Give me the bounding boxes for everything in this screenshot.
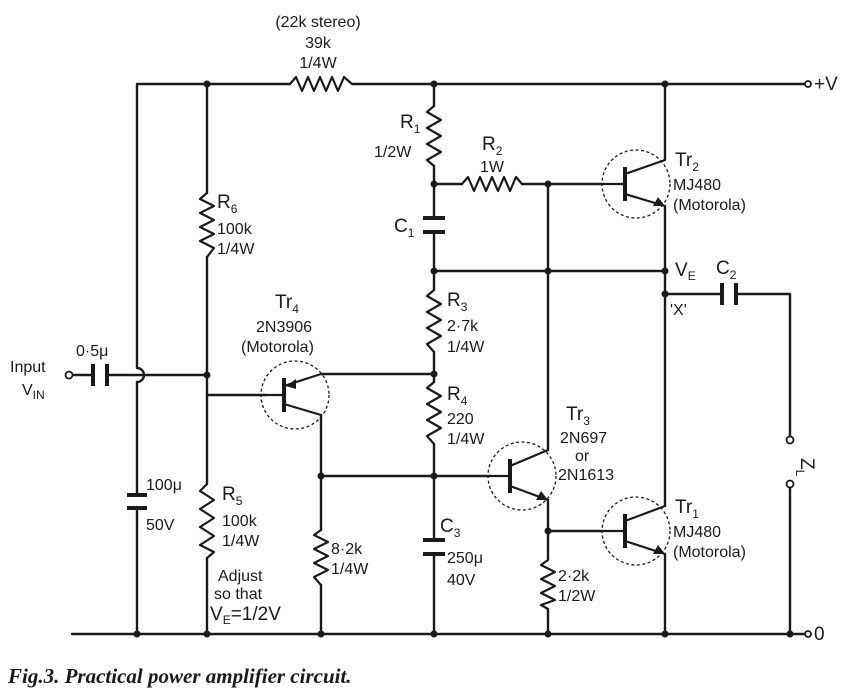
emitter-resistor-value: 2·2k bbox=[558, 568, 590, 585]
c3-capacitor bbox=[423, 538, 445, 556]
tr2-part: MJ480 bbox=[673, 177, 721, 194]
feedback-rating: 1/4W bbox=[299, 55, 337, 72]
r2-rating: 1W bbox=[480, 159, 505, 176]
terminals bbox=[64, 80, 812, 638]
load-bottom-terminal bbox=[785, 479, 795, 489]
input-cap-value: 0·5μ bbox=[76, 343, 108, 360]
r2-resistor bbox=[460, 175, 524, 193]
c3-name: C3 bbox=[440, 516, 461, 540]
tr1-name: Tr1 bbox=[675, 497, 699, 521]
c2-name: C2 bbox=[716, 258, 737, 282]
r6-name: R6 bbox=[217, 192, 238, 216]
r5-rating: 1/4W bbox=[222, 533, 260, 550]
r4-value: 220 bbox=[447, 411, 474, 428]
adjust-note-line3: VE=1/2V bbox=[210, 604, 281, 627]
ground-rail-label: 0 bbox=[814, 624, 825, 645]
feedback-value: 39k bbox=[305, 35, 332, 52]
r6-value: 100k bbox=[217, 221, 253, 238]
figure-caption: Fig.3. Practical power amplifier circuit… bbox=[7, 664, 352, 688]
collector-resistor-rating: 1/4W bbox=[331, 561, 369, 578]
r5-name: R5 bbox=[222, 484, 243, 508]
decoupling-capacitor bbox=[127, 493, 147, 510]
r3-resistor bbox=[425, 288, 443, 354]
r5-value: 100k bbox=[222, 513, 258, 530]
r1-rating: 1/2W bbox=[374, 144, 412, 161]
collector-resistor bbox=[312, 528, 330, 587]
tr4-transistor bbox=[260, 360, 330, 430]
tr1-transistor bbox=[601, 496, 671, 566]
r3-rating: 1/4W bbox=[447, 339, 485, 356]
r6-rating: 1/4W bbox=[217, 241, 255, 258]
r6-resistor bbox=[198, 191, 216, 259]
adjust-note-line1: Adjust bbox=[218, 568, 263, 585]
tr4-maker: (Motorola) bbox=[241, 339, 314, 356]
left-vertical-wire bbox=[135, 82, 146, 636]
tr4-name: Tr4 bbox=[275, 292, 299, 316]
resistors bbox=[198, 75, 557, 611]
r4-resistor bbox=[425, 380, 443, 446]
input-capacitor bbox=[91, 364, 109, 386]
emitter-resistor-rating: 1/2W bbox=[558, 588, 596, 605]
r5-resistor bbox=[198, 482, 216, 560]
collector-resistor-value: 8·2k bbox=[331, 541, 363, 558]
c3-rating: 40V bbox=[447, 572, 476, 589]
tr3-emitter-wire bbox=[546, 498, 605, 636]
decoupling-cap-value: 100μ bbox=[146, 477, 182, 494]
tr3-name: Tr3 bbox=[566, 404, 590, 428]
tr2-transistor bbox=[601, 149, 671, 219]
r2-name: R2 bbox=[482, 134, 503, 158]
tr3-part2: 2N1613 bbox=[558, 467, 614, 484]
feedback-resistor bbox=[288, 75, 354, 93]
r4-rating: 1/4W bbox=[447, 431, 485, 448]
c1-name: C1 bbox=[394, 216, 415, 240]
node-x-label: 'X' bbox=[670, 302, 687, 319]
decoupling-cap-rating: 50V bbox=[146, 517, 175, 534]
positive-rail-label: +V bbox=[814, 74, 838, 95]
vin-label: VIN bbox=[22, 382, 45, 402]
adjust-note-line2: so that bbox=[214, 586, 263, 603]
capacitors bbox=[91, 216, 738, 556]
tr1-maker: (Motorola) bbox=[673, 544, 746, 561]
tr3-or: or bbox=[575, 448, 590, 465]
c1-capacitor bbox=[423, 216, 445, 234]
tr2-name: Tr2 bbox=[675, 150, 699, 174]
positive-terminal bbox=[804, 80, 812, 88]
tr4-part: 2N3906 bbox=[256, 319, 312, 336]
r4-name: R4 bbox=[447, 384, 468, 408]
tr2-maker: (Motorola) bbox=[673, 197, 746, 214]
tr3-transistor bbox=[487, 441, 557, 511]
feedback-note: (22k stereo) bbox=[275, 14, 360, 31]
tr1-part: MJ480 bbox=[673, 524, 721, 541]
c2-capacitor bbox=[720, 283, 738, 305]
r1-resistor bbox=[425, 104, 443, 168]
load-name: ZL bbox=[793, 458, 817, 477]
c3-value: 250μ bbox=[447, 550, 483, 567]
ground-terminal bbox=[804, 630, 812, 638]
junctions bbox=[133, 80, 794, 638]
wires bbox=[70, 82, 810, 636]
input-label: Input bbox=[10, 359, 46, 376]
r1-name: R1 bbox=[400, 112, 421, 136]
r3-name: R3 bbox=[447, 290, 468, 314]
input-terminal bbox=[64, 370, 74, 380]
load-top-terminal bbox=[785, 435, 795, 445]
ve-label: VE bbox=[675, 260, 696, 283]
tr3-part1: 2N697 bbox=[560, 430, 607, 447]
r3-value: 2·7k bbox=[447, 318, 479, 335]
output-coupling-wire bbox=[663, 292, 792, 442]
emitter-resistor bbox=[539, 558, 557, 611]
